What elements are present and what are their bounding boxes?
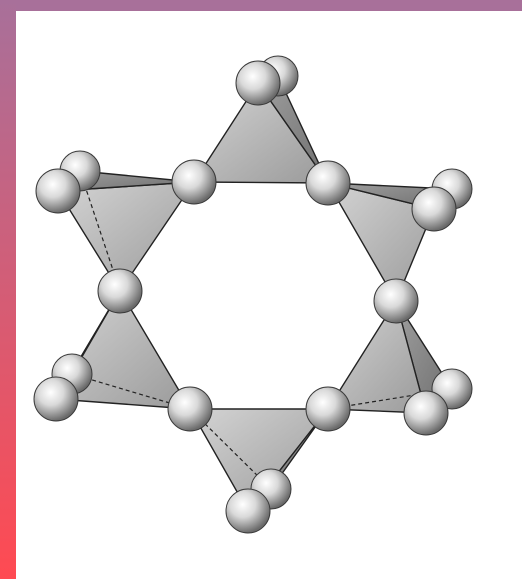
atom-ring-left (97, 268, 143, 314)
atom-ring-right (373, 278, 419, 324)
atom-top-front (235, 60, 281, 106)
atom-upper-left-front (35, 168, 81, 214)
atom-lower-left-front (33, 376, 79, 422)
atom-lower-right-front (403, 390, 449, 436)
atom-ring-lower-right (305, 386, 351, 432)
atom-ring-upper-right (305, 160, 351, 206)
atom-bottom-front (225, 488, 271, 534)
image-panel (16, 11, 522, 579)
tetra-lower-right-face (327, 300, 427, 414)
atom-upper-right-front (411, 186, 457, 232)
atom-ring-lower-left (167, 386, 213, 432)
atoms (33, 55, 473, 534)
frame-top-bar (0, 0, 522, 11)
frame-left-bar (0, 0, 16, 579)
molecule-diagram (33, 55, 473, 534)
atom-ring-upper-left (171, 159, 217, 205)
